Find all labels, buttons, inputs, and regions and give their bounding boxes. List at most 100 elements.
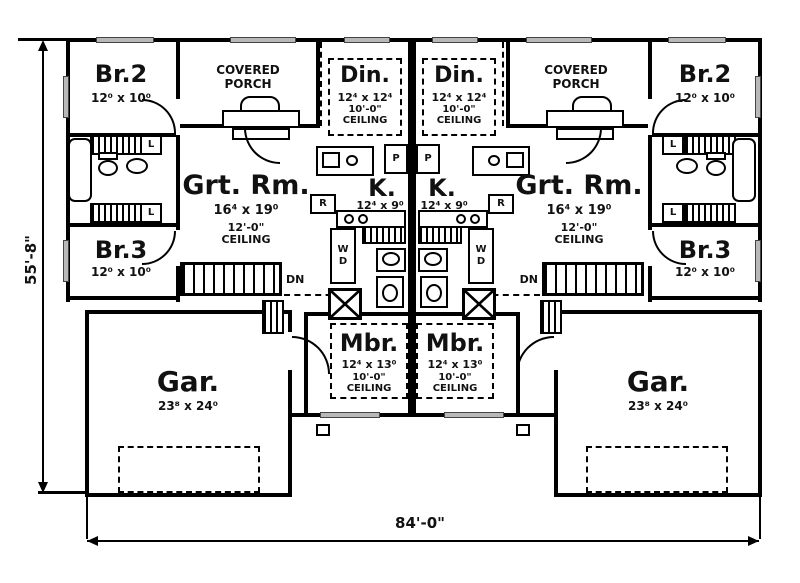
- closet-rod-right: [418, 226, 462, 244]
- bedroom3-right-bottom-wall: [648, 296, 762, 300]
- dimension-label-width: 84'-0": [395, 514, 445, 532]
- room-label-kitchen-right: K.: [428, 174, 456, 202]
- pantry-label: P: [392, 153, 400, 164]
- washer-dryer-left: W D: [330, 228, 356, 284]
- toilet-tank: [706, 152, 726, 160]
- dryer-label: D: [338, 256, 348, 267]
- room-size-kitchen-right: 12⁴ x 9⁰: [420, 199, 468, 212]
- ceiling-height-dining-left: 10'-0": [348, 104, 382, 115]
- room-label-br2-right: Br.2: [678, 60, 732, 88]
- bathtub: [732, 138, 756, 202]
- dimension-arrow-right: [748, 536, 759, 546]
- door-opening: [176, 230, 180, 266]
- porch-label-right-2: PORCH: [552, 77, 600, 91]
- ceiling-word-dining-left: CEILING: [342, 115, 388, 126]
- room-size-br3-left: 12⁰ x 10⁰: [90, 265, 151, 279]
- room-size-master-right: 12⁴ x 13⁰: [427, 358, 483, 371]
- master-right-box: [416, 323, 494, 399]
- room-label-kitchen-left: K.: [368, 174, 396, 202]
- ceiling-height-dining-right: 10'-0": [442, 104, 476, 115]
- coat-closet-right: [540, 300, 562, 334]
- dining-left-box: [328, 58, 402, 136]
- door-arc: [566, 128, 602, 164]
- range-label: R: [319, 198, 327, 209]
- ceiling-word-great-left: CEILING: [221, 233, 271, 246]
- door-opening: [648, 99, 652, 135]
- dimension-line-left: [42, 42, 44, 492]
- room-label-garage-left: Gar.: [156, 365, 220, 398]
- door-opening: [554, 332, 558, 370]
- porch-label-left-1: COVERED: [216, 63, 280, 77]
- door-opening: [648, 230, 652, 266]
- window: [526, 37, 592, 43]
- window: [755, 76, 761, 118]
- toilet-bowl: [706, 160, 726, 176]
- range-label: R: [497, 198, 505, 209]
- door-opening: [288, 332, 292, 370]
- sink-bowl: [344, 214, 354, 224]
- room-label-master-right: Mbr.: [425, 329, 485, 357]
- room-label-br3-right: Br.3: [678, 236, 732, 264]
- pantry-label: P: [424, 153, 432, 164]
- linen-cabinet: L: [140, 203, 162, 223]
- bath-left-bottom-wall: [66, 223, 180, 227]
- room-label-master-left: Mbr.: [339, 329, 399, 357]
- stairs-right: [542, 262, 644, 296]
- room-size-garage-left: 23⁸ x 24⁰: [157, 399, 218, 413]
- coat-closet-left: [262, 300, 284, 334]
- garage-door-right: [586, 446, 728, 493]
- linen-label: L: [147, 207, 155, 218]
- range-right: R: [488, 194, 514, 214]
- room-size-great-left: 16⁴ x 19⁰: [213, 203, 279, 218]
- porch-step-left: [222, 110, 300, 128]
- dimension-tick: [18, 38, 66, 41]
- stairs-down-label-left: DN: [286, 273, 305, 286]
- stairs-down-label-right: DN: [519, 273, 538, 286]
- room-size-dining-left: 12⁴ x 12⁴: [337, 91, 393, 104]
- room-label-garage-right: Gar.: [626, 365, 690, 398]
- sink-bowl: [382, 252, 400, 266]
- bedroom-wing-wall-right: [648, 38, 652, 302]
- closet-right: [462, 288, 496, 320]
- porch-step-right: [546, 110, 624, 128]
- door-arc: [516, 336, 554, 374]
- porch-label-left-2: PORCH: [224, 77, 272, 91]
- pantry-right: P: [416, 144, 440, 174]
- linen-label: L: [669, 139, 677, 150]
- toilet-bowl: [382, 284, 398, 302]
- window: [755, 240, 761, 282]
- ceiling-word-great-right: CEILING: [554, 233, 604, 246]
- door-arc: [292, 336, 330, 374]
- washer-label: W: [337, 244, 349, 255]
- master-wing-front-wall: [288, 413, 558, 417]
- room-label-great-left: Grt. Rm.: [182, 170, 310, 201]
- window: [63, 76, 69, 118]
- window: [63, 240, 69, 282]
- bath-right-bottom-wall: [648, 223, 762, 227]
- range-left: R: [310, 194, 336, 214]
- closet-rod: [684, 203, 736, 223]
- closet-rod: [90, 203, 142, 223]
- window: [344, 37, 390, 43]
- kitchen-sink-left: [322, 152, 340, 168]
- porch-right-side-wall: [506, 38, 510, 128]
- kitchen-fixture: [346, 155, 358, 166]
- washer-label: W: [475, 244, 487, 255]
- door-opening: [176, 99, 180, 135]
- linen-label: L: [147, 139, 155, 150]
- ceiling-break-line: [502, 42, 504, 126]
- window: [230, 37, 296, 43]
- room-size-garage-right: 23⁸ x 24⁰: [627, 399, 688, 413]
- ceiling-height-master-right: 10'-0": [438, 372, 472, 383]
- dimension-line-bottom: [87, 540, 759, 542]
- dimension-arrow-bottom: [38, 482, 48, 493]
- sink-bowl: [456, 214, 466, 224]
- sink-bowl: [424, 252, 442, 266]
- pantry-left: P: [384, 144, 408, 174]
- linen-cabinet: L: [140, 135, 162, 155]
- room-size-dining-right: 12⁴ x 12⁴: [431, 91, 487, 104]
- porch-door-left: [240, 96, 280, 112]
- closet-left: [328, 288, 362, 320]
- dimension-arrow-left: [87, 536, 98, 546]
- ceiling-height-great-left: 12'-0": [227, 221, 265, 234]
